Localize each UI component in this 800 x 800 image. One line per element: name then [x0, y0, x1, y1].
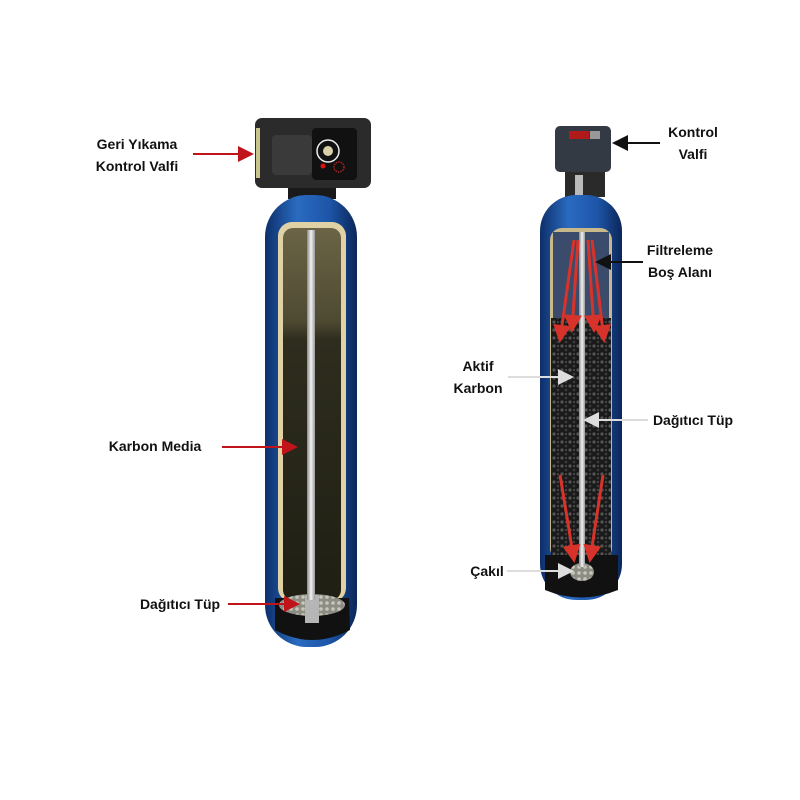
- label-line: Kontrol Valfi: [95, 158, 179, 174]
- label-line: Kontrol: [668, 124, 718, 140]
- left-control-valve: [255, 118, 371, 188]
- freeboard-label: Filtreleme Boş Alanı: [647, 239, 713, 283]
- label-line: Filtreleme: [646, 242, 714, 258]
- right-control-valve: [555, 126, 611, 172]
- distributor-tube-label-right: Dağıtıcı Tüp: [652, 412, 734, 428]
- backwash-valve-label: Geri Yıkama Kontrol Valfi: [96, 133, 178, 177]
- left-tank: [265, 183, 357, 647]
- label-line: Valfi: [678, 146, 708, 162]
- distributor-tube-label-left: Dağıtıcı Tüp: [139, 596, 221, 612]
- active-carbon-label: Aktif Karbon: [454, 355, 503, 399]
- carbon-media-label: Karbon Media: [108, 438, 202, 454]
- flow-arrows: [553, 239, 612, 563]
- label-line: Boş Alanı: [647, 264, 713, 280]
- gravel-label: Çakıl: [470, 563, 504, 579]
- label-line: Aktif: [462, 358, 494, 374]
- right-tank: [540, 165, 622, 600]
- label-line: Karbon: [453, 380, 503, 396]
- label-line: Geri Yıkama: [96, 136, 178, 152]
- control-valve-label: Kontrol Valfi: [668, 121, 718, 165]
